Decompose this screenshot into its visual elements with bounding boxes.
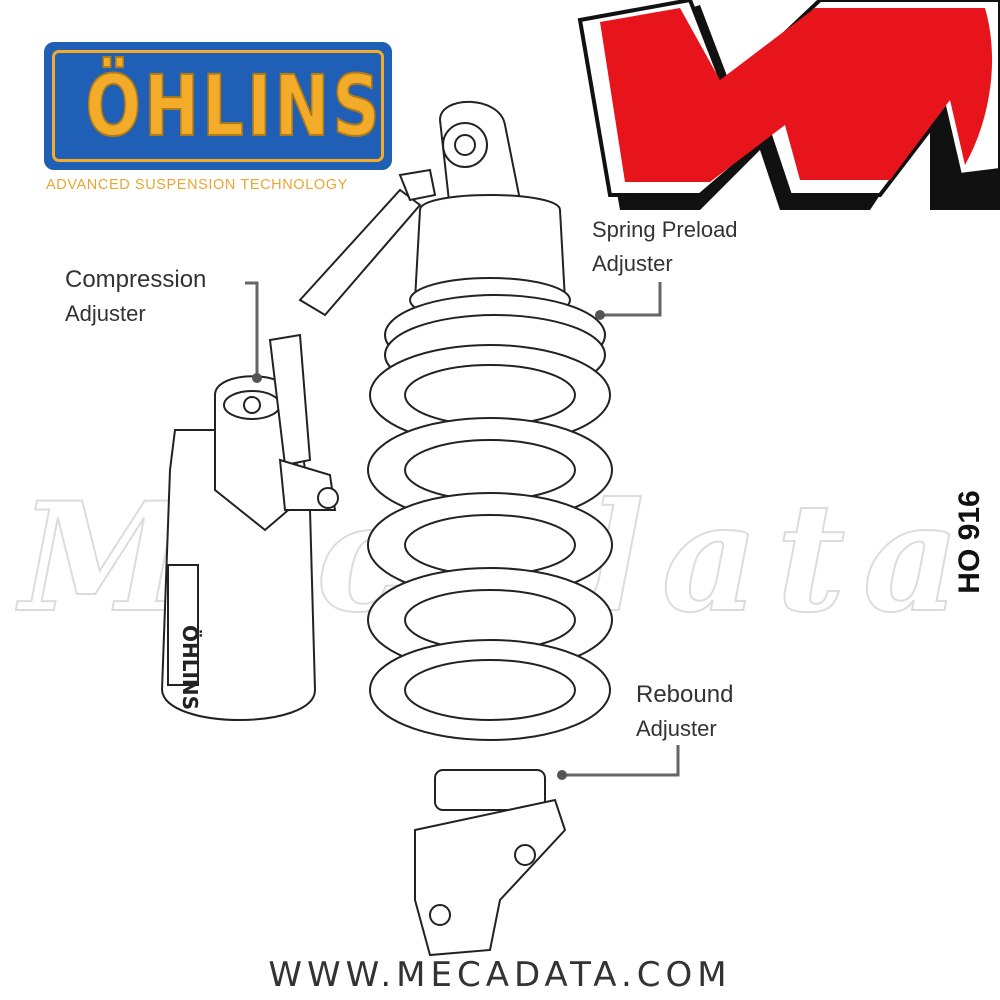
reservoir-logo: ÖHLINS: [178, 625, 202, 710]
spring-preload-adjuster-label: Spring Preload Adjuster: [592, 213, 738, 281]
label-line1: Rebound: [636, 681, 734, 708]
website-url: WWW.MECADATA.COM: [268, 955, 732, 995]
ohlins-tagline: ADVANCED SUSPENSION TECHNOLOGY: [46, 177, 348, 193]
product-code: HO 916: [953, 490, 986, 594]
label-line1: Compression: [65, 266, 207, 293]
label-line2: Adjuster: [636, 716, 717, 741]
compression-adjuster-label: Compression Adjuster: [65, 263, 206, 331]
rebound-adjuster-label: Rebound Adjuster: [636, 678, 733, 746]
ohlins-logo: ÖHLINS: [44, 42, 392, 170]
ohlins-logo-word: ÖHLINS: [85, 57, 383, 155]
m-logo: [577, 0, 1000, 210]
label-line2: Adjuster: [65, 301, 146, 326]
label-line1: Spring Preload: [592, 217, 738, 242]
label-line2: Adjuster: [592, 251, 673, 276]
